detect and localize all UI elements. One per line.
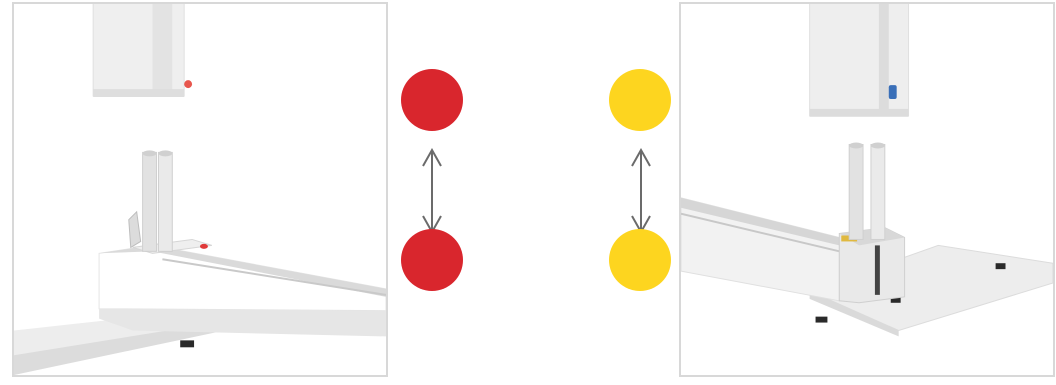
right-vertical-double-arrow (629, 148, 653, 234)
double-headed-vertical-arrow-icon (631, 148, 651, 234)
double-headed-vertical-arrow-icon (422, 148, 442, 234)
left-vertical-double-arrow (420, 148, 444, 234)
foot-base (808, 244, 1053, 332)
foot-glide (180, 340, 195, 348)
blue-port (888, 85, 897, 99)
desk-frame-yellow-led-illustration (681, 4, 1053, 337)
yellow-indicator-top (609, 69, 671, 131)
red-indicator-top (401, 69, 463, 131)
column-tube (848, 143, 864, 240)
right-illustration-panel (679, 2, 1055, 377)
column-tube (142, 151, 157, 252)
frame-beam (98, 244, 386, 312)
desk-frame-red-led-illustration (14, 4, 386, 375)
red-led (200, 243, 208, 249)
motor-housing (809, 4, 910, 117)
red-indicator-bottom (401, 229, 463, 291)
clip (128, 210, 142, 249)
housing-red-light (184, 80, 193, 89)
foot-glide (995, 263, 1006, 270)
left-illustration-panel (12, 2, 388, 377)
yellow-indicator-bottom (609, 229, 671, 291)
